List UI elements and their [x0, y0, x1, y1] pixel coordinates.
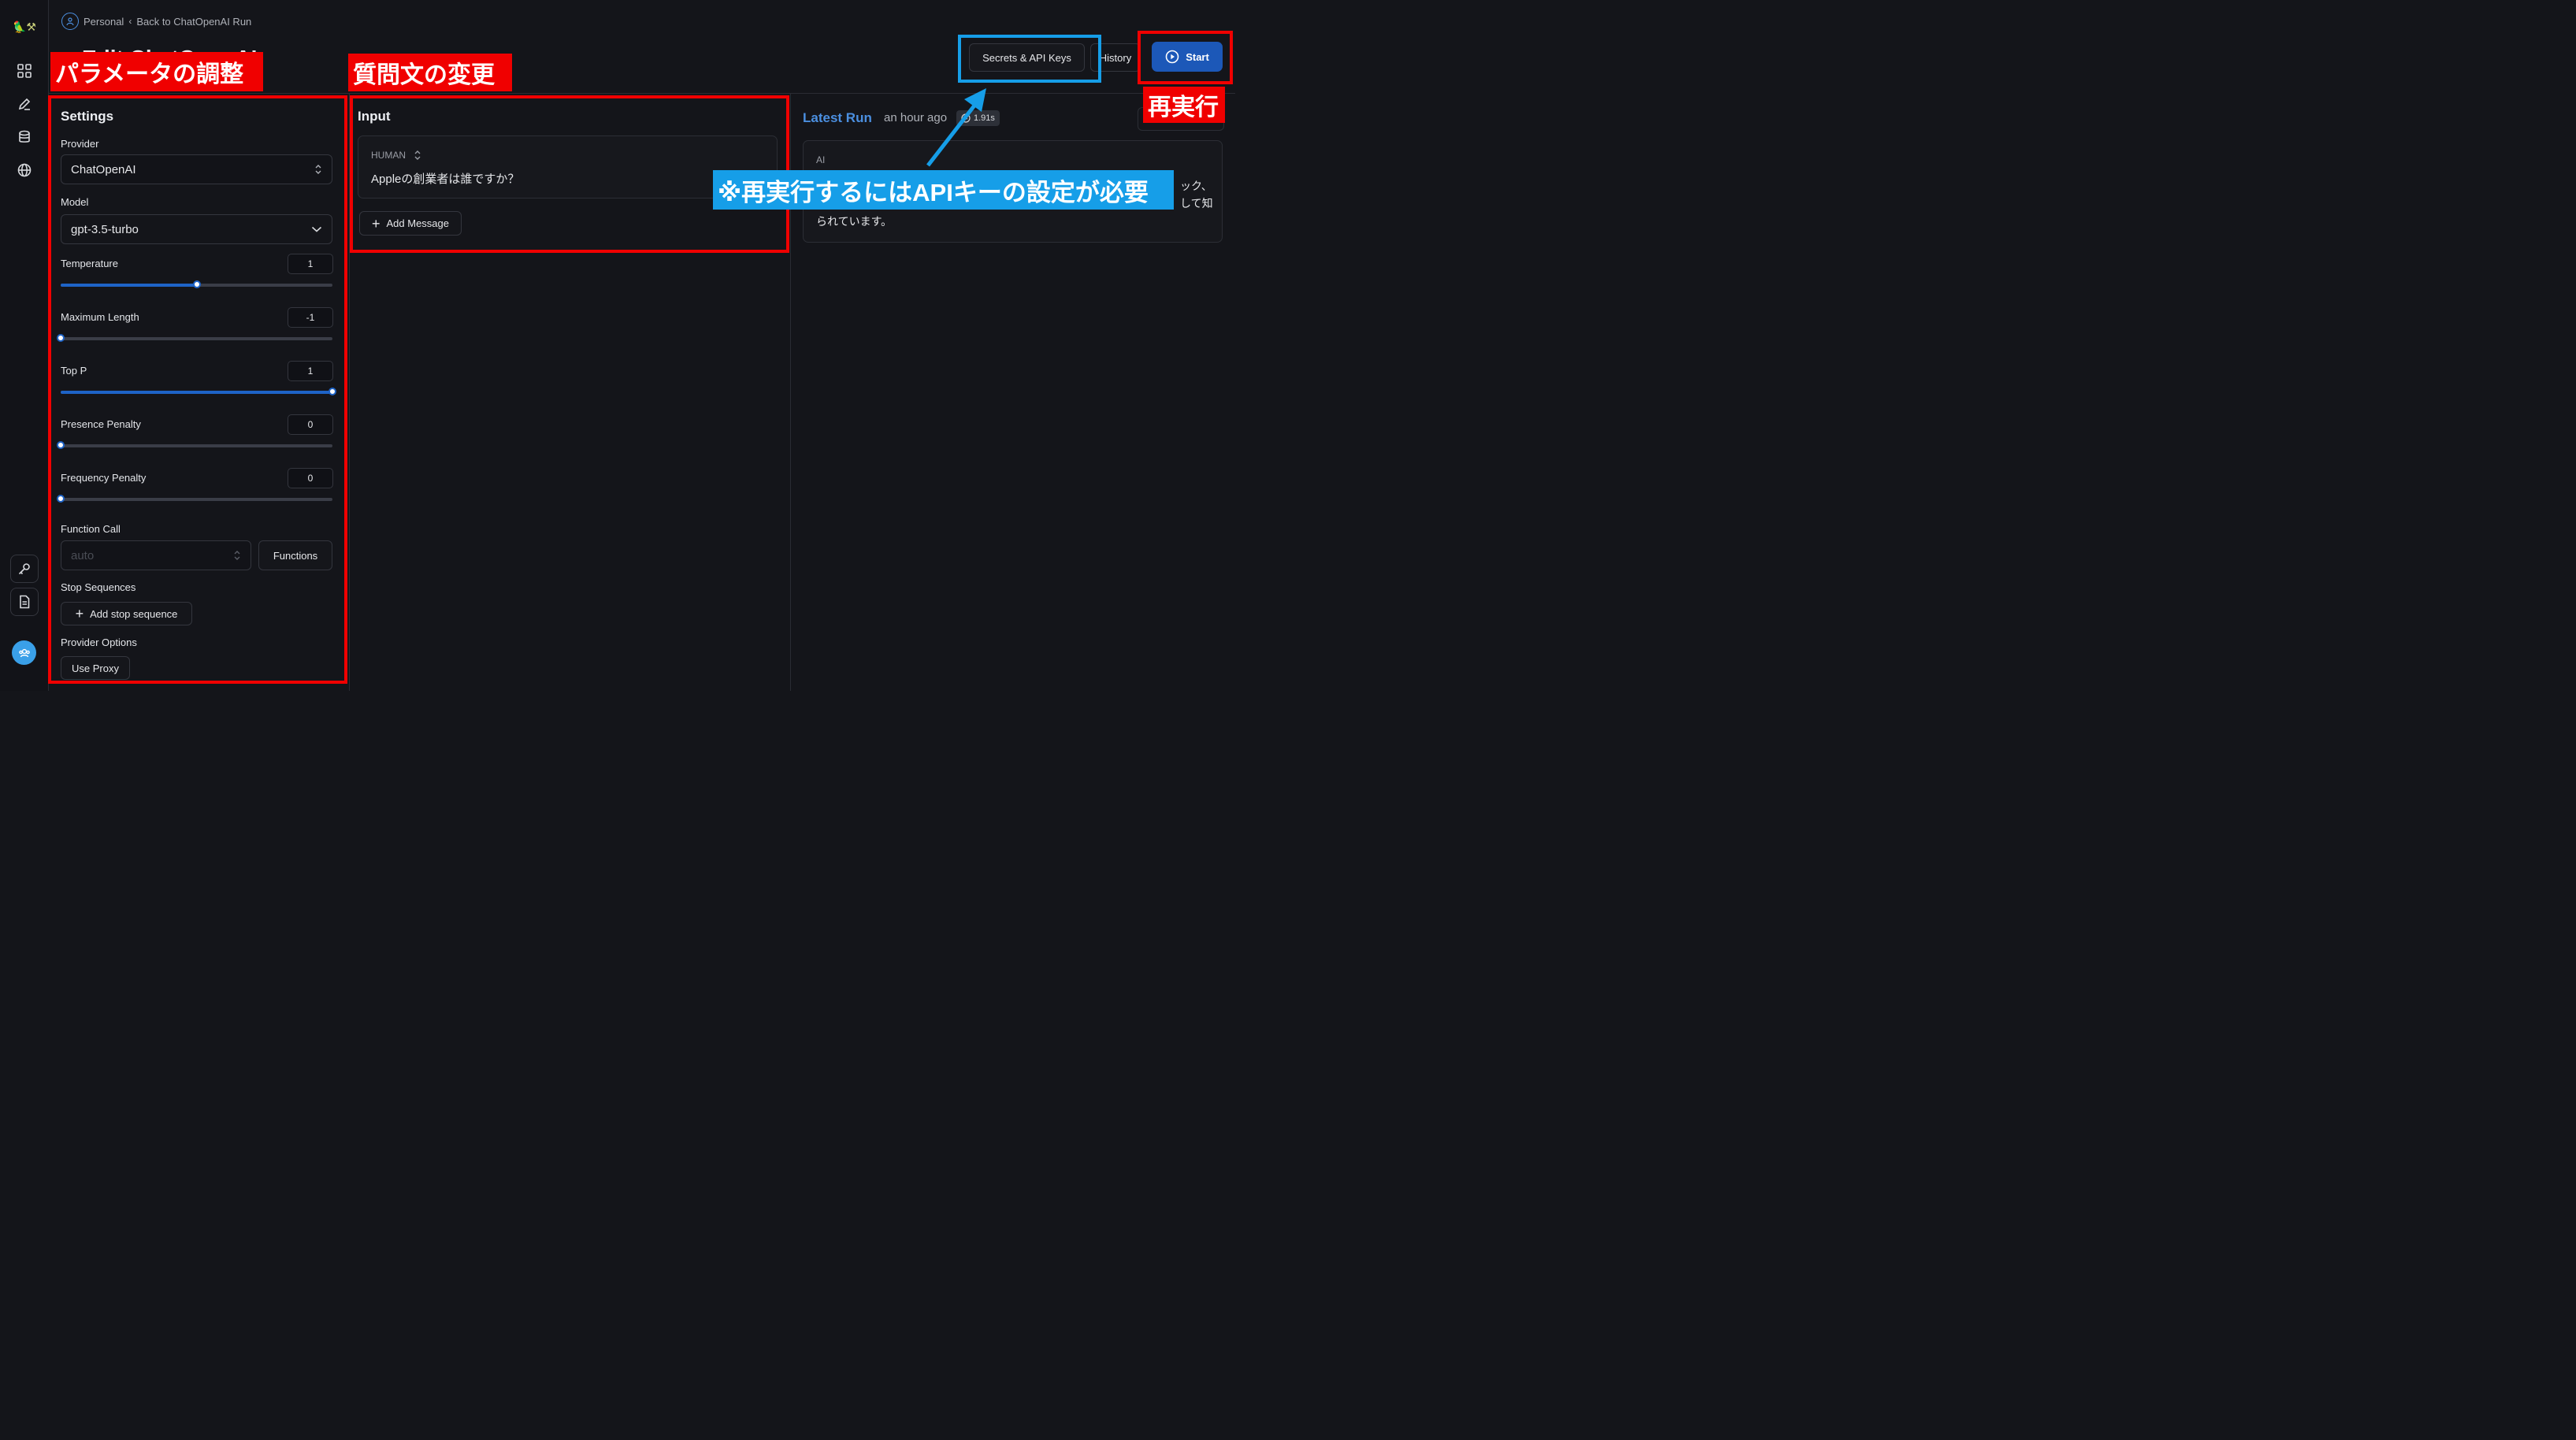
temperature-slider-fill — [61, 284, 197, 287]
breadcrumb-workspace[interactable]: Personal — [84, 15, 124, 28]
temperature-input[interactable]: 1 — [288, 254, 333, 274]
param-label-maximum-length: Maximum Length — [61, 311, 139, 323]
rerun-annotation-box — [1138, 31, 1233, 84]
latest-run-title: Latest Run — [803, 110, 872, 125]
model-select[interactable]: gpt-3.5-turbo — [61, 214, 332, 244]
header-divider — [49, 93, 1235, 94]
param-label-frequency-penalty: Frequency Penalty — [61, 472, 147, 484]
settings-title: Settings — [61, 109, 114, 124]
chevron-down-icon — [311, 226, 322, 232]
duration-value: 1.91s — [974, 113, 995, 123]
globe-icon[interactable] — [15, 161, 34, 180]
input-title: Input — [358, 109, 391, 124]
frequency-penalty-slider-handle[interactable] — [57, 495, 65, 503]
temperature-slider[interactable] — [61, 280, 332, 288]
top-p-slider[interactable] — [61, 388, 336, 395]
start-button-label: Start — [1186, 50, 1209, 63]
app-logo-icon[interactable]: 🦜⚒ — [13, 20, 36, 33]
use-proxy-button[interactable]: Use Proxy — [61, 656, 130, 680]
run-time: an hour ago — [884, 111, 948, 124]
start-button[interactable]: Start — [1152, 42, 1223, 72]
provider-label: Provider — [61, 138, 99, 150]
params-annotation-box — [48, 95, 347, 684]
chevron-up-down-icon — [234, 551, 240, 560]
output-text: られています。 — [816, 215, 893, 228]
function-call-placeholder: auto — [71, 548, 95, 562]
secrets-api-keys-button[interactable]: Secrets & API Keys — [969, 43, 1085, 72]
add-stop-sequence-button[interactable]: + Add stop sequence — [61, 602, 192, 625]
model-label: Model — [61, 196, 89, 208]
output-fragment: して知 — [1180, 197, 1213, 210]
edit-pen-icon[interactable] — [15, 95, 34, 113]
api-note-annotation: ※再実行するにはAPIキーの設定が必要 — [713, 170, 1174, 210]
frequency-penalty-input[interactable]: 0 — [288, 468, 333, 488]
plus-icon: + — [371, 215, 380, 232]
human-message: HUMAN Appleの創業者は誰ですか？ — [358, 135, 778, 199]
left-nav: 🦜⚒ — [0, 0, 49, 691]
functions-button[interactable]: Functions — [258, 540, 332, 570]
user-avatar[interactable] — [12, 640, 36, 665]
key-icon[interactable] — [10, 555, 39, 583]
provider-options-label: Provider Options — [61, 636, 137, 648]
document-icon[interactable] — [10, 588, 39, 616]
top-p-slider-handle[interactable] — [328, 388, 336, 395]
maximum-length-input[interactable]: -1 — [288, 307, 333, 328]
frequency-penalty-slider[interactable] — [57, 495, 332, 503]
column-divider — [790, 93, 791, 691]
team-icon — [18, 648, 30, 657]
param-label-presence-penalty: Presence Penalty — [61, 418, 141, 430]
chevron-up-down-icon — [315, 165, 321, 174]
plus-icon: + — [75, 606, 84, 622]
rerun-annotation-label: 再実行 — [1143, 87, 1225, 123]
function-call-select[interactable]: auto — [61, 540, 251, 570]
top-p-input[interactable]: 1 — [288, 361, 333, 381]
column-divider — [349, 93, 350, 691]
output-fragment: ック、 — [1180, 180, 1212, 192]
api-keys-annotation-box — [958, 35, 1101, 83]
presence-penalty-slider[interactable] — [57, 441, 332, 449]
temperature-slider-handle[interactable] — [192, 280, 201, 288]
user-icon — [61, 13, 79, 30]
maximum-length-slider[interactable] — [57, 334, 332, 342]
message-text[interactable]: Appleの創業者は誰ですか？ — [371, 173, 520, 186]
breadcrumb: Personal ‹ Back to ChatOpenAI Run — [61, 13, 251, 30]
role-label: HUMAN — [371, 150, 406, 161]
top-p-slider-fill — [61, 391, 332, 394]
chevron-up-down-icon — [414, 150, 421, 160]
param-label-temperature: Temperature — [61, 258, 118, 269]
param-label-top-p: Top P — [61, 365, 87, 377]
add-message-label: Add Message — [386, 217, 450, 229]
model-value: gpt-3.5-turbo — [71, 222, 139, 236]
play-circle-icon — [1165, 50, 1179, 64]
role-select[interactable]: HUMAN — [371, 150, 421, 161]
params-annotation-label: パラメータの調整 — [50, 52, 263, 91]
arrow-icon — [926, 88, 986, 167]
ai-role-label: AI — [816, 154, 826, 165]
stop-sequences-label: Stop Sequences — [61, 581, 136, 593]
provider-select[interactable]: ChatOpenAI — [61, 154, 332, 184]
database-icon[interactable] — [15, 128, 34, 147]
provider-value: ChatOpenAI — [71, 162, 136, 176]
function-call-label: Function Call — [61, 523, 121, 535]
question-annotation-label: 質問文の変更 — [348, 54, 512, 91]
breadcrumb-back-link[interactable]: Back to ChatOpenAI Run — [136, 15, 252, 28]
add-stop-sequence-label: Add stop sequence — [90, 607, 178, 620]
chevron-left-icon: ‹ — [128, 16, 132, 27]
add-message-button[interactable]: + Add Message — [359, 211, 462, 236]
presence-penalty-input[interactable]: 0 — [288, 414, 333, 435]
presence-penalty-slider-handle[interactable] — [57, 441, 65, 449]
dashboard-grid-icon[interactable] — [15, 61, 34, 80]
maximum-length-slider-handle[interactable] — [57, 334, 65, 342]
